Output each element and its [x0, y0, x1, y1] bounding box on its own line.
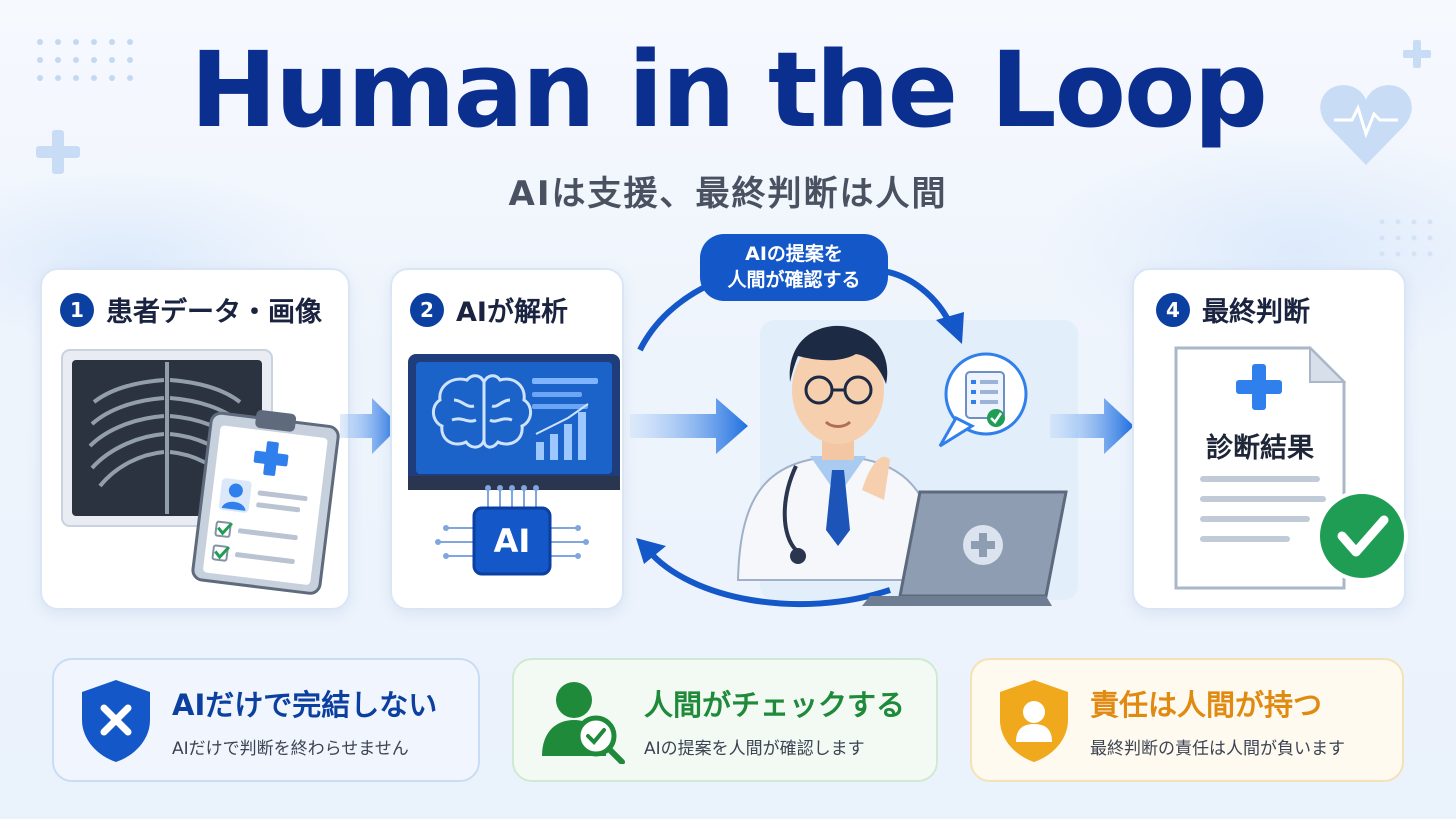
step-2-card: 2 AIが解析	[390, 268, 624, 610]
principle-3-title: 責任は人間が持つ	[1090, 687, 1323, 722]
check-circle-icon	[1316, 490, 1408, 582]
arrow-right-icon	[1050, 398, 1134, 454]
step-4-card: 4 最終判断 診断結果	[1132, 268, 1408, 610]
shield-x-icon	[82, 680, 150, 762]
step-2-header: 2 AIが解析	[410, 290, 568, 329]
clipboard-icon	[191, 410, 340, 595]
xray-clipboard-illustration	[61, 349, 340, 595]
arrow-right-icon	[630, 398, 748, 454]
principle-card-1: AIだけで完結しない AIだけで判断を終わらせません	[52, 658, 480, 782]
laptop-icon	[862, 490, 1068, 606]
shield-person-icon	[1000, 680, 1068, 762]
arrow-right-icon	[340, 398, 400, 454]
dot-grid-decor	[37, 39, 133, 81]
person-check-icon	[542, 682, 625, 764]
principle-card-2: 人間がチェックする AIの提案を人間が確認します	[512, 658, 938, 782]
step-4-header: 4 最終判断	[1156, 290, 1310, 329]
step-1-card: 1 患者データ・画像	[40, 268, 350, 610]
diagnosis-result-label: 診断結果	[1206, 433, 1314, 464]
brain-icon	[432, 374, 532, 449]
stethoscope-icon	[782, 465, 798, 552]
checklist-bubble-icon	[938, 352, 1028, 448]
review-loop-illustration	[636, 267, 1068, 608]
review-bubble: AIの提案を 人間が確認する	[700, 234, 888, 302]
principle-2-title: 人間がチェックする	[644, 687, 906, 722]
principle-1-title: AIだけで完結しない	[172, 687, 438, 722]
ai-monitor-illustration	[408, 354, 620, 576]
bar-chart-icon	[536, 412, 586, 460]
step-4-label: 最終判断	[1202, 297, 1310, 328]
review-bubble-line1: AIの提案を	[745, 243, 843, 265]
document-icon	[1174, 346, 1346, 590]
step-1-label: 患者データ・画像	[106, 297, 322, 328]
page-subtitle: AIは支援、最終判断は人間	[508, 174, 948, 214]
principle-3-subtitle: 最終判断の責任は人間が負います	[1090, 738, 1345, 759]
step-1-number: 1	[60, 292, 94, 327]
step-1-header: 1 患者データ・画像	[60, 290, 322, 329]
principle-2-subtitle: AIの提案を人間が確認します	[644, 738, 865, 759]
principle-card-3: 責任は人間が持つ 最終判断の責任は人間が負います	[970, 658, 1404, 782]
principle-1-subtitle: AIだけで判断を終わらせません	[172, 738, 409, 759]
ai-chip-icon	[472, 506, 552, 576]
diagnosis-document-illustration	[1174, 345, 1408, 590]
review-bubble-line2: 人間が確認する	[727, 268, 861, 291]
plus-decor-icon	[36, 40, 1431, 174]
step-4-number: 4	[1156, 292, 1190, 327]
loop-arc-bottom	[645, 548, 891, 608]
doctor-icon	[736, 325, 942, 581]
step-2-label: AIが解析	[456, 297, 568, 328]
ai-chip-label: AI	[493, 522, 531, 560]
page-title: Human in the Loop	[190, 29, 1268, 151]
heart-pulse-icon	[1320, 85, 1412, 165]
step-2-number: 2	[410, 292, 444, 327]
